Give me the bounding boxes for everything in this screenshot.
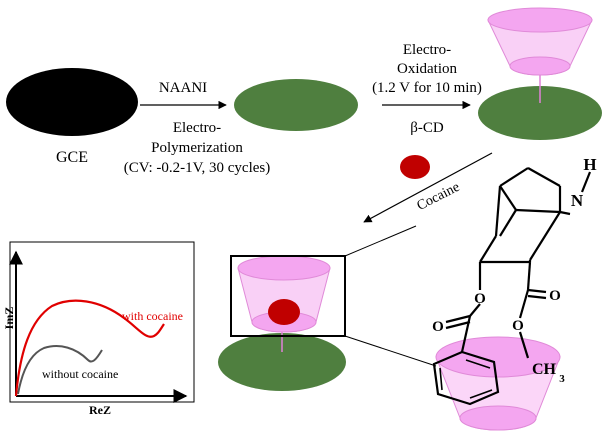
oxidation-conditions-label: (1.2 V for 10 min) xyxy=(372,80,482,96)
legend-without-cocaine: without cocaine xyxy=(42,367,118,381)
structure-cyclodextrin-rim xyxy=(435,336,561,378)
naani-label: NAANI xyxy=(159,80,207,96)
legend-with-cocaine: with cocaine xyxy=(122,309,183,323)
complex-cyclodextrin-rim xyxy=(237,255,331,281)
curve-without-cocaine xyxy=(17,345,103,395)
atom-o-carbonyl-right: O xyxy=(549,288,561,304)
cocaine-dot xyxy=(400,155,430,179)
atom-h: H xyxy=(583,155,596,174)
arrow-cocaine xyxy=(363,152,493,223)
cd-electrode-film xyxy=(478,86,602,140)
cyclodextrin-rim xyxy=(487,7,593,33)
plot-frame xyxy=(9,241,195,403)
gce-electrode xyxy=(6,68,138,136)
atom-n: N xyxy=(571,191,584,210)
bound-cocaine-dot xyxy=(268,299,300,325)
curve-with-cocaine xyxy=(14,299,165,397)
x-axis-label: ReZ xyxy=(89,403,111,417)
beta-cd-label: β-CD xyxy=(410,120,444,136)
electrooxidation-label-1: Electro- xyxy=(403,42,451,58)
zoom-line-top xyxy=(344,225,417,257)
atom-o-ester-right: O xyxy=(512,318,524,334)
tropane-skeleton xyxy=(445,167,592,359)
inclusion-complex-electrode xyxy=(218,255,346,391)
zoom-box xyxy=(230,255,346,337)
structure-cyclodextrin-base xyxy=(459,405,537,431)
methyl-ch: CH xyxy=(532,361,557,378)
electrooxidation-label-2: Oxidation xyxy=(397,61,457,77)
y-axis-label: -ImZ xyxy=(2,307,16,334)
complex-electrode-film xyxy=(218,333,346,391)
cd-modified-electrode xyxy=(478,7,602,140)
nyquist-plot: -ImZ ReZ with cocaine without cocaine xyxy=(2,241,195,417)
cyclodextrin-base xyxy=(509,56,571,76)
atom-o-ester-left: O xyxy=(474,291,486,307)
gce-label: GCE xyxy=(56,149,88,166)
cocaine-label: Cocaine xyxy=(415,180,463,214)
zoom-line-bottom xyxy=(344,335,437,367)
electropolymerization-label-1: Electro- xyxy=(173,120,221,136)
methyl-subscript: 3 xyxy=(559,373,565,385)
benzene-double-bonds xyxy=(439,359,493,399)
cv-conditions-label: (CV: -0.2-1V, 30 cycles) xyxy=(124,160,271,176)
electropolymerization-label-2: Polymerization xyxy=(151,140,243,156)
atom-o-carbonyl-left: O xyxy=(432,319,444,335)
benzene-ring xyxy=(432,350,500,406)
cocaine-structure: H N O O O O CH 3 xyxy=(432,155,597,431)
polymer-electrode xyxy=(234,79,358,131)
